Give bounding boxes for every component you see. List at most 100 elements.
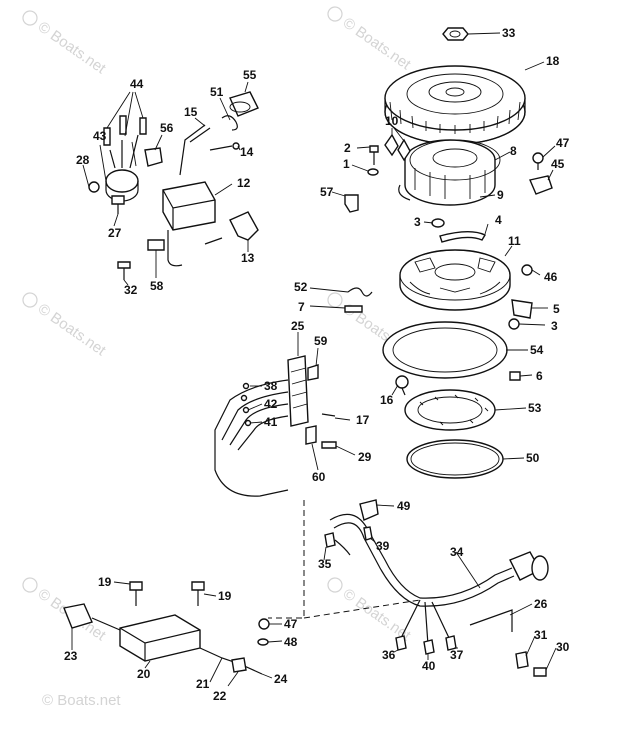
washer-1 — [367, 168, 379, 176]
washer-48 — [257, 638, 269, 646]
part-label-29: 29 — [358, 450, 372, 464]
bracket-56 — [144, 147, 163, 167]
part-label-5: 5 — [553, 302, 560, 316]
part-label-52: 52 — [294, 280, 308, 294]
clamp-31 — [515, 651, 529, 669]
terminal-14 — [209, 142, 240, 151]
connector-39 — [363, 526, 373, 541]
part-label-12: 12 — [237, 176, 251, 190]
part-label-25: 25 — [291, 319, 305, 333]
part-label-10: 10 — [385, 114, 399, 128]
part-label-54: 54 — [530, 343, 544, 357]
boot-13 — [204, 211, 259, 245]
part-label-50: 50 — [526, 451, 540, 465]
part-label-1: 1 — [343, 157, 350, 171]
part-label-19: 19 — [218, 589, 232, 603]
part-label-46: 46 — [544, 270, 558, 284]
part-number-labels: 1 2 3 3 4 5 6 7 8 9 10 11 12 13 14 15 16… — [64, 26, 570, 703]
part-label-44: 44 — [130, 77, 144, 91]
screw-46 — [521, 264, 533, 276]
part-label-47: 47 — [556, 136, 570, 150]
part-label-59: 59 — [314, 334, 328, 348]
part-label-19: 19 — [98, 575, 112, 589]
leader-lines — [71, 32, 557, 687]
screw-19-right — [191, 581, 205, 606]
screw-19-left — [129, 581, 143, 606]
bracket-59 — [307, 364, 319, 381]
clamp-57 — [344, 194, 359, 213]
part-label-47: 47 — [284, 617, 298, 631]
watermark-text: © Boats.net — [42, 692, 121, 709]
link-16 — [395, 375, 409, 396]
part-label-27: 27 — [108, 226, 122, 240]
part-label-23: 23 — [64, 649, 78, 663]
part-label-60: 60 — [312, 470, 326, 484]
part-label-30: 30 — [556, 640, 570, 654]
watermark-text: © Boats.net — [35, 300, 110, 359]
part-label-13: 13 — [241, 251, 255, 265]
terminal-40 — [423, 639, 435, 655]
part-label-51: 51 — [210, 85, 224, 99]
flywheel — [384, 65, 526, 145]
rectifier-20 — [119, 614, 201, 662]
terminal-36 — [395, 635, 407, 651]
bracket-5 — [511, 299, 533, 319]
part-label-36: 36 — [382, 648, 396, 662]
retainer-4 — [439, 231, 487, 243]
wire-harness-leads — [214, 379, 289, 497]
part-label-9: 9 — [497, 188, 504, 202]
part-label-2: 2 — [344, 141, 351, 155]
screw-47-bottom — [258, 618, 270, 630]
part-label-20: 20 — [137, 667, 151, 681]
terminal-block-25 — [287, 355, 309, 427]
part-label-53: 53 — [528, 401, 542, 415]
screw-27 — [111, 195, 125, 214]
part-label-41: 41 — [264, 415, 278, 429]
connector-23 — [63, 603, 121, 631]
ignition-coil-43 — [105, 134, 139, 202]
flywheel-nut — [442, 27, 469, 41]
screw-47-top — [532, 152, 544, 170]
part-label-4: 4 — [495, 213, 502, 227]
screw-3-lower — [508, 318, 520, 330]
ring-54 — [382, 321, 508, 379]
part-label-45: 45 — [551, 157, 565, 171]
part-label-21: 21 — [196, 677, 210, 691]
spring-52 — [347, 287, 373, 297]
part-label-43: 43 — [93, 129, 107, 143]
retaining-ring-50 — [406, 439, 504, 479]
part-label-14: 14 — [240, 145, 254, 159]
part-label-57: 57 — [320, 185, 334, 199]
part-label-16: 16 — [380, 393, 394, 407]
clamp-58 — [147, 239, 165, 251]
part-label-6: 6 — [536, 369, 543, 383]
part-label-3: 3 — [551, 319, 558, 333]
part-label-7: 7 — [298, 300, 305, 314]
connector-35 — [324, 532, 336, 548]
clip-60 — [305, 425, 317, 445]
part-label-32: 32 — [124, 283, 138, 297]
dashed-connector — [268, 500, 305, 619]
screw-28 — [88, 181, 100, 193]
watermark-layer: © Boats.net © Boats.net © Boats.net © Bo… — [22, 6, 414, 709]
armature-plate — [399, 249, 511, 311]
part-label-22: 22 — [213, 689, 227, 703]
part-label-31: 31 — [534, 628, 548, 642]
screw-3-top — [431, 218, 445, 228]
part-label-17: 17 — [356, 413, 370, 427]
screw-6 — [509, 371, 521, 381]
part-label-3: 3 — [414, 215, 421, 229]
part-label-55: 55 — [243, 68, 257, 82]
clip-45 — [529, 175, 553, 195]
part-label-18: 18 — [546, 54, 560, 68]
part-label-39: 39 — [376, 539, 390, 553]
screw-30 — [533, 667, 547, 677]
bracket-49 — [359, 499, 379, 521]
screw-32 — [117, 261, 131, 280]
main-harness-34 — [329, 513, 549, 646]
screw-7 — [344, 305, 363, 313]
part-label-33: 33 — [502, 26, 516, 40]
spark-plug-leads-44 — [103, 115, 147, 146]
